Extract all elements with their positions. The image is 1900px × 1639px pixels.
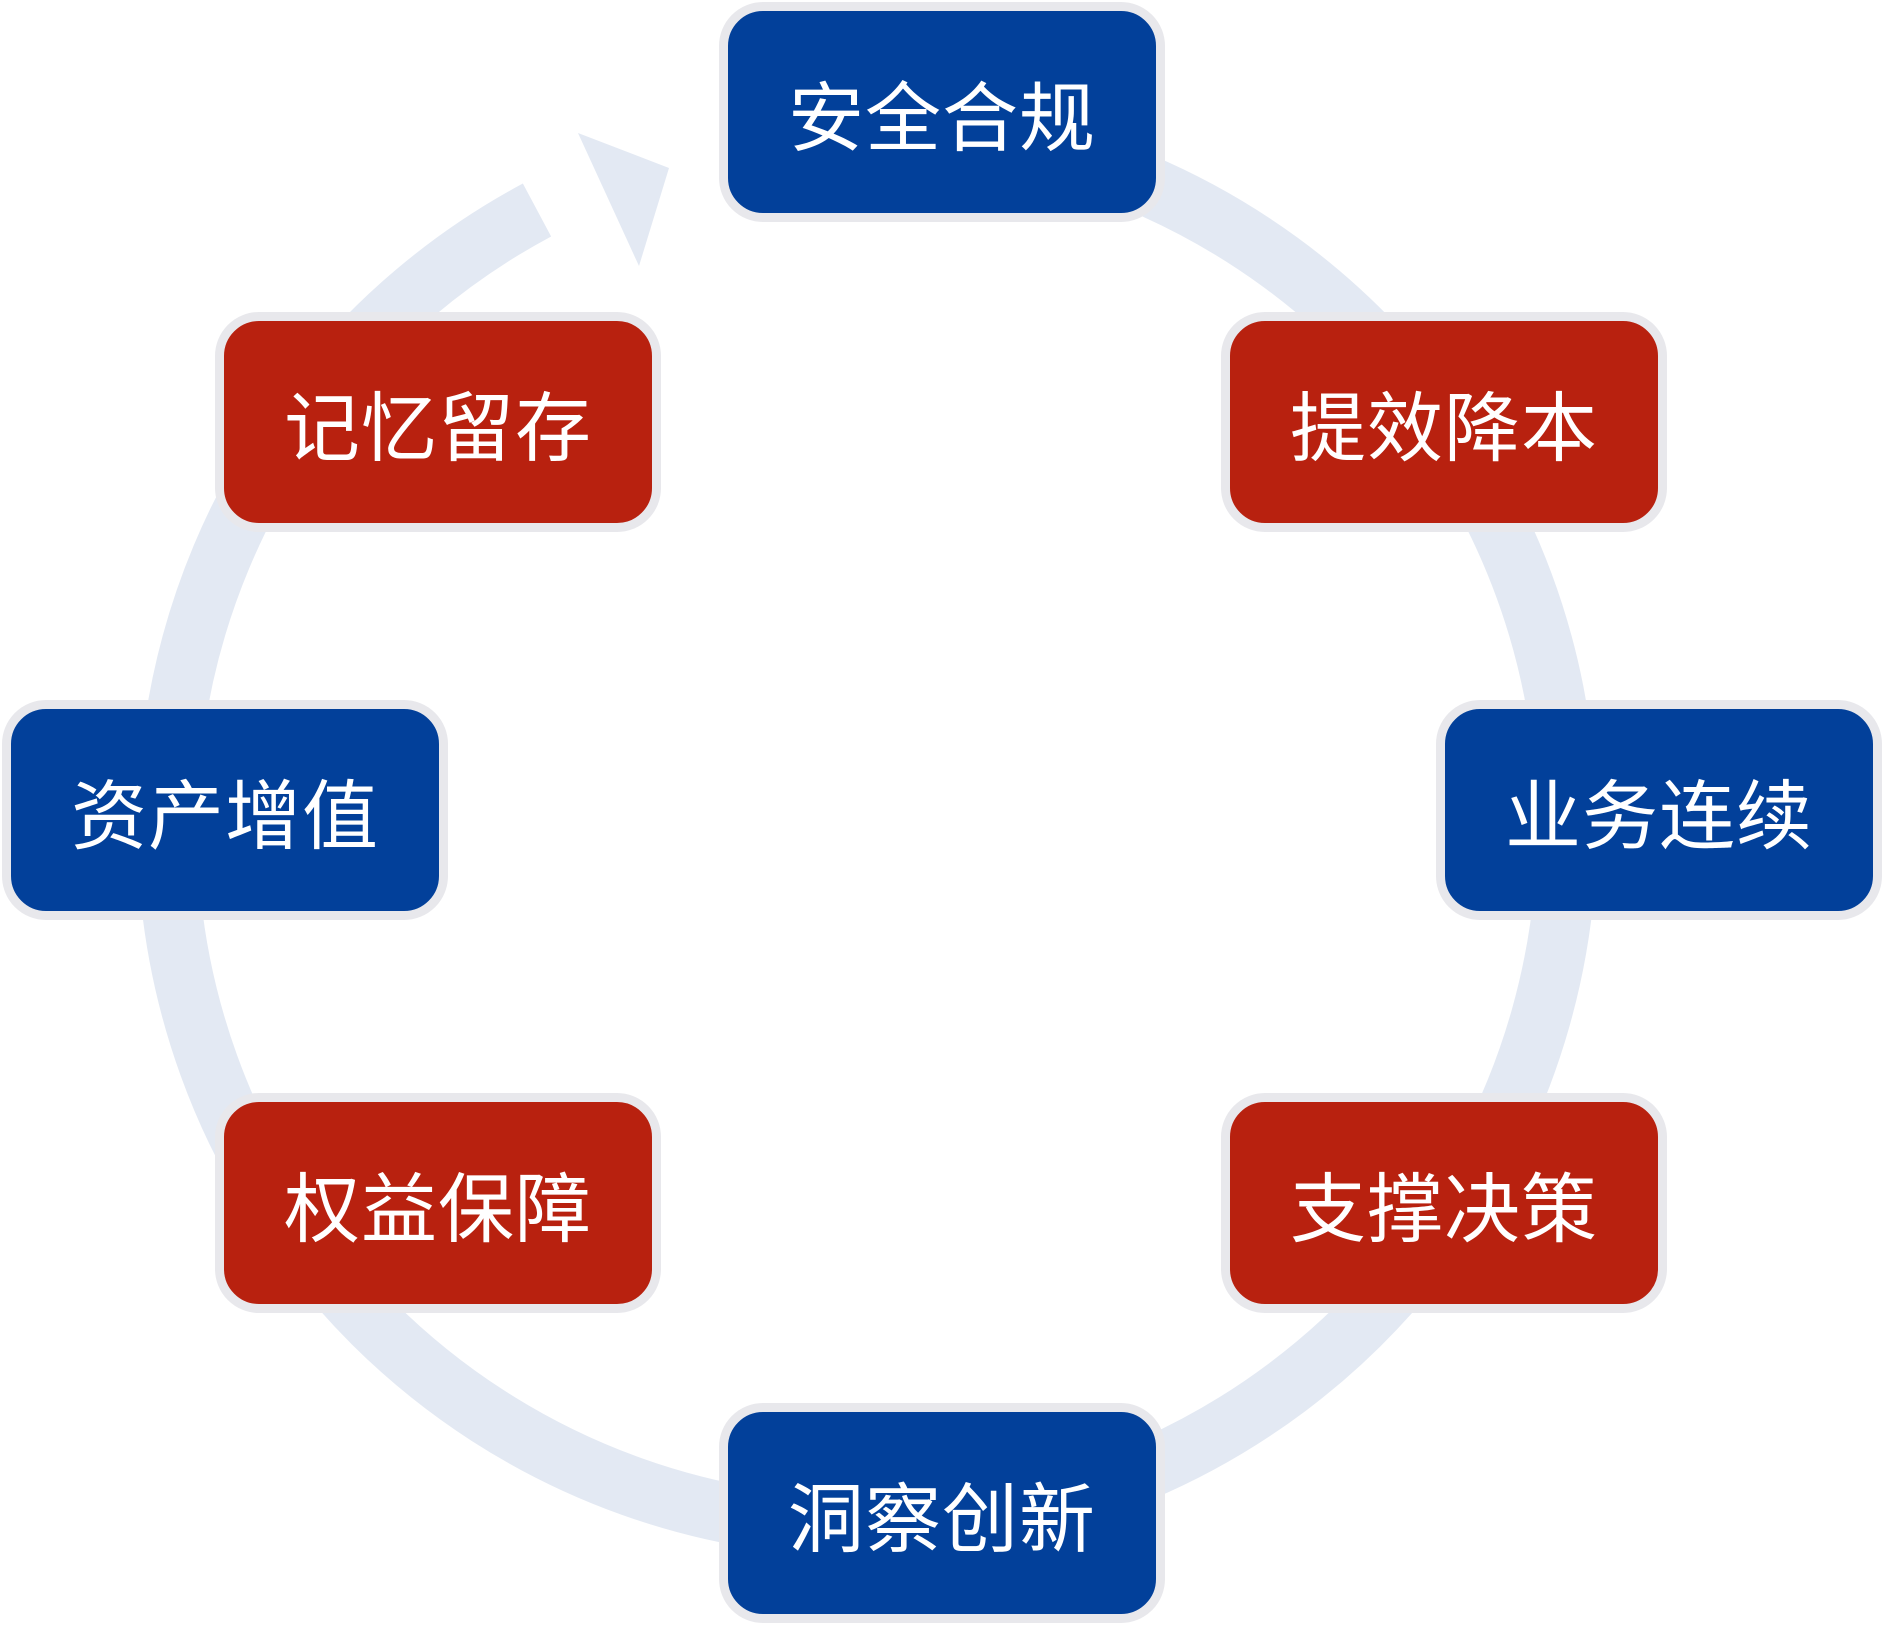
node-label-security-compliance: 安全合规 bbox=[788, 74, 1096, 163]
node-label-insight-innovation: 洞察创新 bbox=[788, 1475, 1096, 1564]
node-insight-innovation: 洞察创新 bbox=[719, 1403, 1165, 1623]
node-label-efficiency-cost: 提效降本 bbox=[1290, 384, 1598, 473]
node-efficiency-cost: 提效降本 bbox=[1221, 312, 1667, 532]
node-decision-support: 支撑决策 bbox=[1221, 1093, 1667, 1313]
node-label-decision-support: 支撑决策 bbox=[1290, 1165, 1598, 1254]
node-label-memory-retention: 记忆留存 bbox=[284, 384, 592, 473]
node-business-continuity: 业务连续 bbox=[1436, 700, 1882, 920]
node-memory-retention: 记忆留存 bbox=[215, 312, 661, 532]
node-label-rights-protection: 权益保障 bbox=[284, 1165, 592, 1254]
cycle-arrowhead bbox=[578, 133, 669, 266]
node-label-business-continuity: 业务连续 bbox=[1505, 772, 1813, 861]
node-rights-protection: 权益保障 bbox=[215, 1093, 661, 1313]
node-asset-appreciation: 资产增值 bbox=[2, 700, 448, 920]
node-label-asset-appreciation: 资产增值 bbox=[71, 772, 379, 861]
node-security-compliance: 安全合规 bbox=[719, 2, 1165, 222]
